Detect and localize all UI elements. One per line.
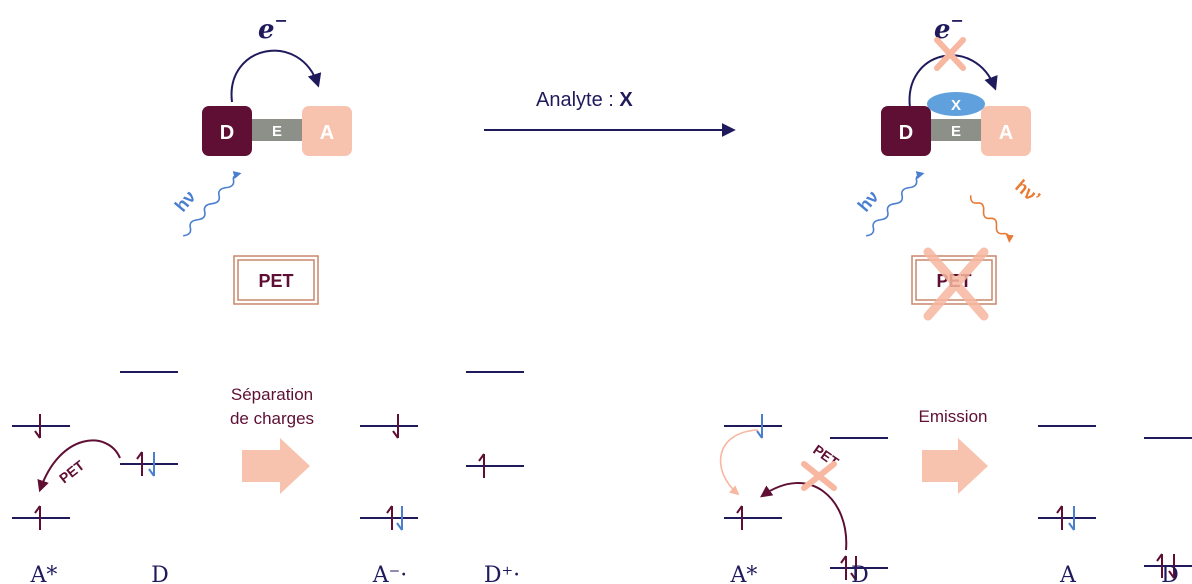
step2-label: Emission: [919, 407, 988, 426]
donor-box: [202, 106, 252, 156]
electron-down-icon: [34, 414, 41, 439]
svg-text:D: D: [899, 122, 913, 144]
donor-box-bound: [881, 106, 931, 156]
pet-curve-label: PET: [56, 457, 88, 487]
analyte-ellipse: [927, 92, 985, 116]
hv-prime-label: hν’: [1011, 176, 1044, 208]
label-a-star: A*: [30, 563, 58, 584]
step1-label-line2: de charges: [230, 409, 314, 428]
hv-label: hν: [171, 187, 200, 216]
block-arrow-icon: [922, 438, 988, 494]
energy-diagram-charge-separated: [360, 371, 524, 531]
electron-up-icon: [478, 453, 485, 478]
electron-label: e−: [258, 11, 288, 45]
pet-frame-blocked: [911, 255, 997, 305]
electron-down-icon: [1168, 554, 1175, 579]
analyte-label: Analyte : X: [536, 89, 633, 111]
electron-up-icon: [840, 555, 847, 580]
pet-label: PET: [258, 271, 293, 291]
label-d-cation: D⁺·: [484, 563, 520, 584]
label-a-star-blocked: A*: [730, 563, 758, 584]
pet-blocked-cross-icon: [801, 461, 837, 491]
electron-down-icon: [148, 452, 155, 477]
electron-transfer-arrow: [230, 49, 322, 103]
acceptor-label: A: [320, 122, 334, 144]
hv-label-bound: hν: [854, 187, 883, 216]
left-system: e− D E A hν PET: [171, 11, 352, 305]
energy-diagram-blocked: [724, 414, 888, 581]
label-a: A: [1059, 563, 1077, 584]
energy-diagram-pet: [12, 371, 178, 530]
relaxation-arrow: [719, 429, 759, 496]
acceptor-box: [302, 106, 352, 156]
electron-up-icon: [1056, 505, 1063, 530]
pet-curve-label-blocked: PET: [810, 441, 842, 470]
analyte-reaction: Analyte : X: [484, 89, 736, 137]
pet-blocked-cross-icon: [923, 247, 989, 321]
electron-down-icon: [756, 414, 763, 439]
electron-down-icon: [392, 414, 399, 439]
emission-wave-icon: [969, 195, 1014, 243]
right-system: e− D E A X hν hν’ PET: [854, 11, 1044, 321]
electron-up-icon: [136, 451, 143, 476]
electron-up-icon: [386, 505, 393, 530]
label-d: D: [151, 563, 169, 584]
electron-transfer-arrow-blocked: [908, 54, 998, 109]
light-wave-icon: [183, 171, 242, 237]
donor-label: D: [220, 122, 234, 144]
block-arrow-icon: [242, 438, 310, 494]
pet-transfer-arrow-blocked: [760, 482, 848, 551]
bridge-box-bound: [931, 119, 981, 141]
electron-down-icon: [850, 556, 857, 581]
label-d-ground: D: [1161, 563, 1179, 584]
electron-up-icon: [1156, 553, 1163, 578]
step1-label-line1: Séparation: [231, 385, 313, 404]
svg-text:A: A: [999, 122, 1013, 144]
electron-down-icon: [396, 506, 403, 531]
electron-up-icon: [34, 505, 41, 530]
blocked-cross-icon: [934, 37, 966, 71]
label-a-anion: A⁻·: [372, 563, 408, 584]
pet-frame: [233, 255, 319, 305]
electron-down-icon: [1068, 506, 1075, 531]
label-d-blocked: D: [851, 563, 869, 584]
bridge-box: [252, 119, 302, 141]
svg-text:E: E: [951, 123, 961, 140]
electron-up-icon: [736, 505, 743, 530]
light-wave-icon: [866, 171, 925, 237]
acceptor-box-bound: [981, 106, 1031, 156]
pet-transfer-arrow: [37, 439, 121, 493]
bridge-label: E: [272, 123, 282, 140]
analyte-bound-label: X: [951, 97, 961, 114]
energy-diagram-ground: [1038, 425, 1192, 579]
